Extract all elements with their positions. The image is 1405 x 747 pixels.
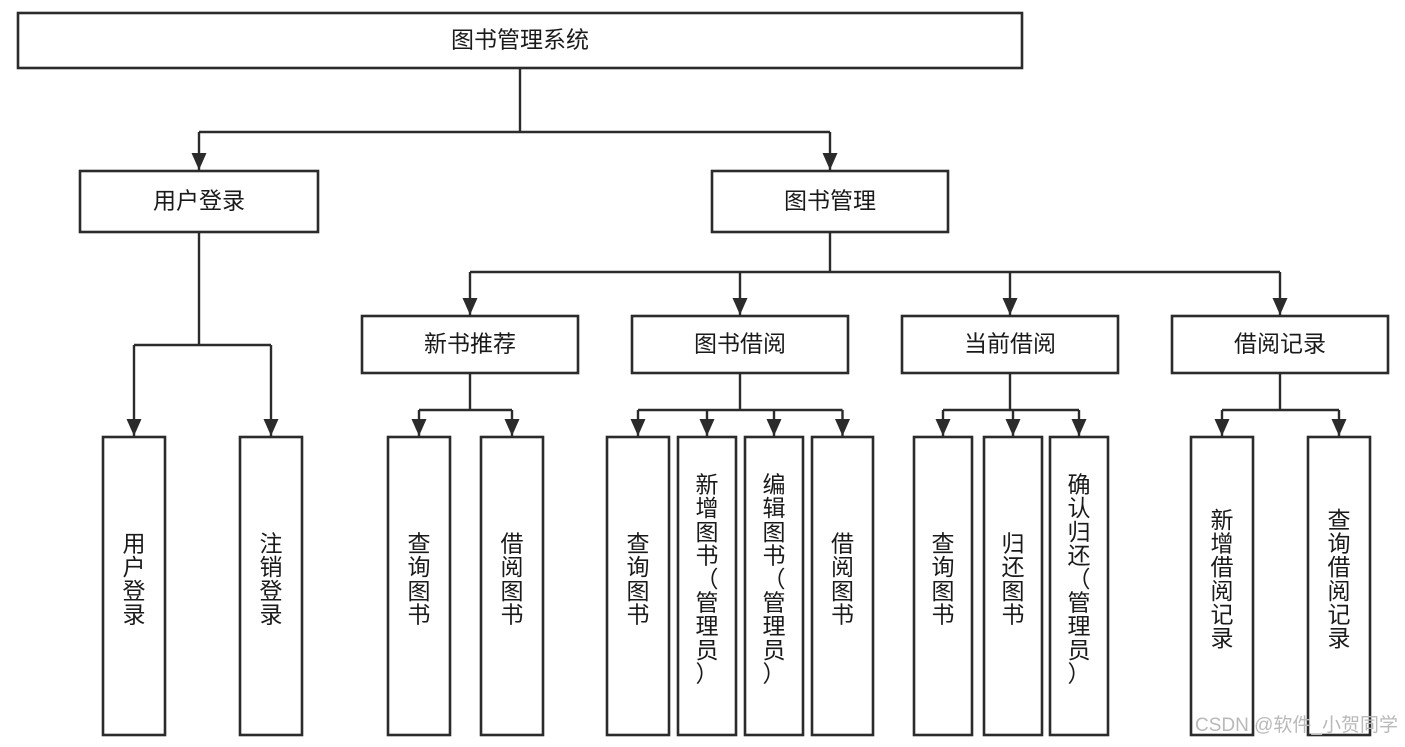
node-leaf-return-book[interactable]: 归还图书 (982, 435, 1044, 737)
node-box-borrow-record (1170, 314, 1390, 375)
arrow-head-icon (822, 153, 838, 170)
node-box-leaf-logout-login (238, 435, 304, 737)
node-leaf-logout-login[interactable]: 注销登录 (238, 435, 304, 737)
node-box-leaf-edit-book-admin (743, 435, 805, 737)
arrow-head-icon (1331, 419, 1347, 436)
node-leaf-query-book-1[interactable]: 查询图书 (386, 435, 452, 737)
node-label-leaf-return-book: 归还图书 (1002, 531, 1025, 628)
node-label-leaf-user-login: 用户登录 (123, 531, 146, 628)
node-label-borrow-record: 借阅记录 (1234, 331, 1326, 357)
arrow-head-icon (411, 419, 427, 436)
node-label-undefined: 图书管理系统 (451, 27, 589, 53)
node-box-leaf-query-borrow-record (1306, 435, 1372, 737)
node-borrow-record[interactable]: 借阅记录 (1170, 314, 1390, 375)
node-label-leaf-borrow-book-1: 借阅图书 (501, 531, 524, 628)
node-book-manage[interactable]: 图书管理 (710, 169, 950, 234)
node-box-leaf-query-book-1 (386, 435, 452, 737)
node-current-borrow[interactable]: 当前借阅 (900, 314, 1120, 375)
node-box-book-manage (710, 169, 950, 234)
node-new-book-recommend[interactable]: 新书推荐 (360, 314, 580, 375)
arrow-head-icon (835, 419, 850, 436)
node-label-current-borrow: 当前借阅 (964, 331, 1056, 357)
node-layer: 图书管理系统用户登录图书管理新书推荐图书借阅当前借阅借阅记录用户登录注销登录查询… (16, 11, 1390, 737)
node-leaf-confirm-return-admin[interactable]: 确认归还（管理员） (1048, 435, 1110, 737)
node-box-new-book-recommend (360, 314, 580, 375)
node-label-leaf-add-book-admin: 新增图书（管理员） (696, 472, 719, 687)
node-leaf-edit-book-admin[interactable]: 编辑图书（管理员） (743, 435, 805, 737)
node-leaf-query-borrow-record[interactable]: 查询借阅记录 (1306, 435, 1372, 737)
connector-layer (126, 68, 1347, 436)
node-box-book-borrow (630, 314, 850, 375)
node-box-leaf-add-book-admin (676, 435, 738, 737)
arrow-head-icon (732, 298, 748, 315)
node-leaf-add-book-admin[interactable]: 新增图书（管理员） (676, 435, 738, 737)
node-leaf-query-book-3[interactable]: 查询图书 (912, 435, 974, 737)
node-label-leaf-query-borrow-record: 查询借阅记录 (1328, 507, 1351, 651)
node-leaf-user-login[interactable]: 用户登录 (101, 435, 167, 737)
node-box-leaf-borrow-book-1 (479, 435, 545, 737)
node-box-leaf-borrow-book-2 (810, 435, 875, 737)
node-box-undefined (16, 11, 1024, 70)
node-box-current-borrow (900, 314, 1120, 375)
node-box-leaf-user-login (101, 435, 167, 737)
arrow-head-icon (699, 419, 715, 436)
arrow-head-icon (1272, 298, 1288, 315)
node-label-user-login: 用户登录 (153, 188, 245, 214)
arrow-head-icon (630, 419, 646, 436)
node-label-leaf-query-book-2: 查询图书 (627, 531, 650, 628)
csdn-watermark: CSDN @软件_小贺同学 (1195, 714, 1398, 736)
arrow-head-icon (1002, 298, 1018, 315)
node-undefined[interactable]: 图书管理系统 (16, 11, 1024, 70)
node-label-leaf-query-book-3: 查询图书 (932, 531, 955, 628)
node-label-book-manage: 图书管理 (784, 188, 876, 214)
arrow-head-icon (1005, 419, 1021, 436)
node-leaf-query-book-2[interactable]: 查询图书 (605, 435, 671, 737)
node-label-book-borrow: 图书借阅 (694, 331, 786, 357)
arrow-head-icon (1071, 419, 1087, 436)
arrow-head-icon (126, 419, 142, 436)
node-box-leaf-query-book-2 (605, 435, 671, 737)
node-label-leaf-confirm-return-admin: 确认归还（管理员） (1068, 472, 1091, 687)
node-label-leaf-borrow-book-2: 借阅图书 (831, 531, 854, 628)
arrow-head-icon (263, 419, 279, 436)
node-box-leaf-query-book-3 (912, 435, 974, 737)
node-label-leaf-add-borrow-record: 新增借阅记录 (1211, 507, 1234, 651)
node-user-login[interactable]: 用户登录 (78, 169, 320, 234)
arrow-head-icon (1214, 419, 1230, 436)
node-box-leaf-confirm-return-admin (1048, 435, 1110, 737)
arrow-head-icon (191, 153, 207, 170)
node-box-leaf-add-borrow-record (1189, 435, 1255, 737)
node-label-leaf-query-book-1: 查询图书 (408, 531, 431, 628)
arrow-head-icon (504, 419, 520, 436)
node-box-user-login (78, 169, 320, 234)
node-label-leaf-edit-book-admin: 编辑图书（管理员） (763, 472, 786, 687)
arrow-head-icon (766, 419, 782, 436)
arrow-head-icon (462, 298, 478, 315)
node-leaf-borrow-book-1[interactable]: 借阅图书 (479, 435, 545, 737)
node-label-new-book-recommend: 新书推荐 (424, 331, 516, 357)
node-leaf-add-borrow-record[interactable]: 新增借阅记录 (1189, 435, 1255, 737)
arrow-head-icon (935, 419, 951, 436)
node-label-leaf-logout-login: 注销登录 (260, 531, 283, 628)
node-leaf-borrow-book-2[interactable]: 借阅图书 (810, 435, 875, 737)
node-box-leaf-return-book (982, 435, 1044, 737)
node-book-borrow[interactable]: 图书借阅 (630, 314, 850, 375)
